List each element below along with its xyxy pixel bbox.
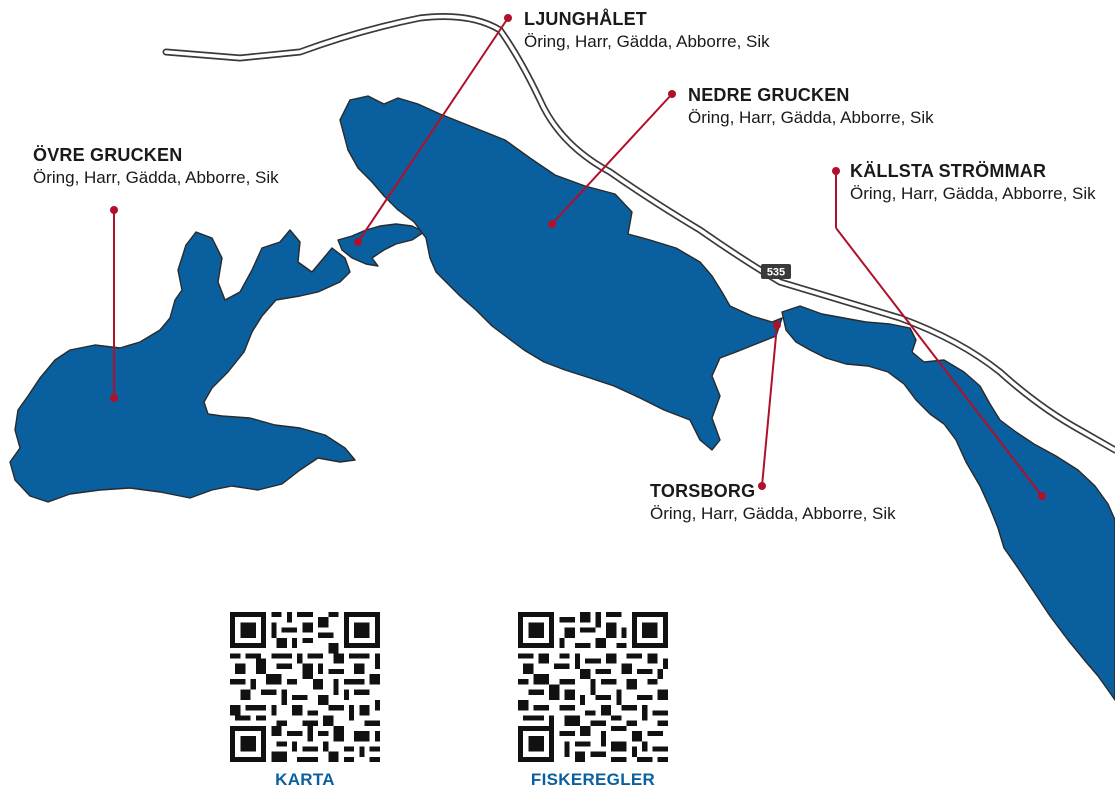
location-label-ljunghalet: LJUNGHÅLET Öring, Harr, Gädda, Abborre, … [524, 8, 770, 52]
qr-code-icon [518, 612, 668, 762]
location-name: KÄLLSTA STRÖMMAR [850, 161, 1047, 181]
lake-ovre-grucken [9, 229, 356, 503]
road-535: 535 [162, 13, 1115, 454]
lake-nedre-grucken [339, 95, 783, 451]
marker-ljunghalet [354, 14, 512, 246]
location-species: Öring, Harr, Gädda, Abborre, Sik [524, 31, 770, 51]
road-number-label: 535 [767, 267, 785, 279]
lake-torsborg-kallsta [781, 305, 1115, 701]
qr-caption-fiskeregler: FISKEREGLER [530, 770, 656, 789]
marker-torsborg [758, 321, 781, 490]
marker-kallsta-strommar [832, 167, 1046, 500]
location-label-torsborg: TORSBORG Öring, Harr, Gädda, Abborre, Si… [650, 480, 896, 524]
marker-nedre-grucken [548, 90, 676, 228]
location-label-nedre-grucken: NEDRE GRUCKEN Öring, Harr, Gädda, Abborr… [688, 84, 934, 128]
location-species: Öring, Harr, Gädda, Abborre, Sik [650, 503, 896, 523]
marker-ovre-grucken [110, 206, 118, 402]
location-name: ÖVRE GRUCKEN [33, 145, 183, 165]
qr-code-karta[interactable]: KARTA [230, 612, 380, 790]
location-name: LJUNGHÅLET [524, 9, 647, 29]
lake-ljunghalet [337, 223, 425, 267]
qr-code-fiskeregler[interactable]: FISKEREGLER [518, 612, 668, 790]
road-number-badge: 535 [761, 264, 791, 279]
location-label-kallsta-strommar: KÄLLSTA STRÖMMAR Öring, Harr, Gädda, Abb… [850, 160, 1096, 204]
location-name: NEDRE GRUCKEN [688, 85, 850, 105]
location-name: TORSBORG [650, 481, 756, 501]
qr-code-icon [230, 612, 380, 762]
qr-caption-karta: KARTA [275, 770, 335, 789]
location-species: Öring, Harr, Gädda, Abborre, Sik [688, 107, 934, 127]
location-species: Öring, Harr, Gädda, Abborre, Sik [850, 183, 1096, 203]
location-species: Öring, Harr, Gädda, Abborre, Sik [33, 167, 279, 187]
location-label-ovre-grucken: ÖVRE GRUCKEN Öring, Harr, Gädda, Abborre… [33, 144, 279, 188]
